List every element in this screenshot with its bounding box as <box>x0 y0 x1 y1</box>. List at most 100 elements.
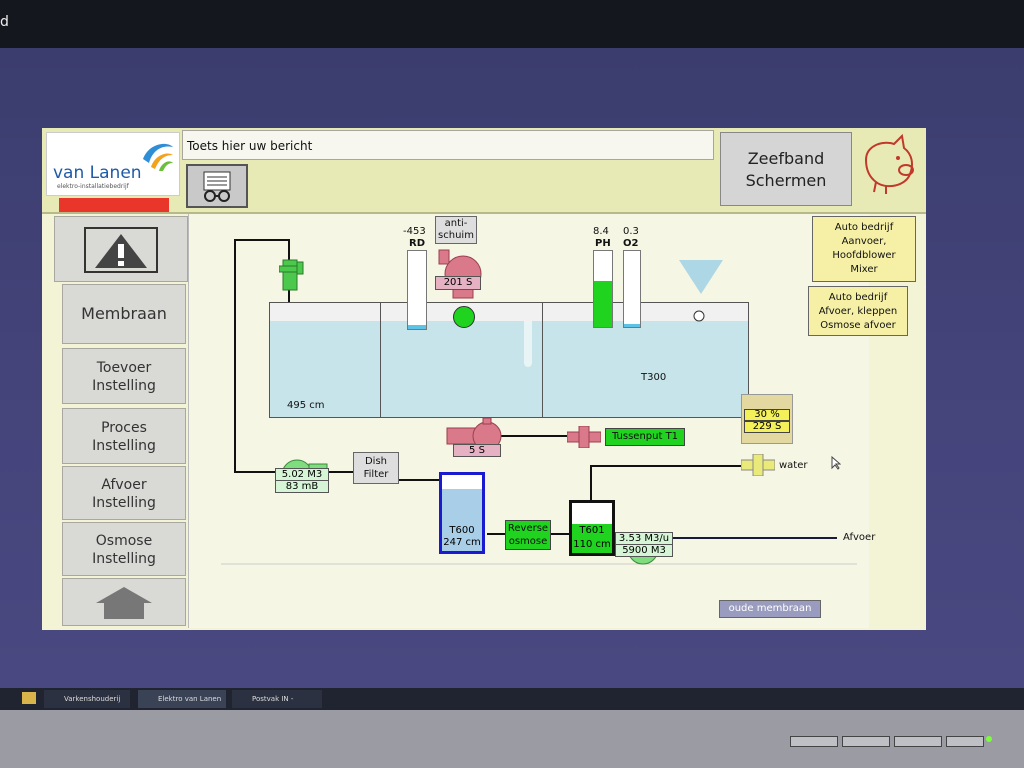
monitor-button[interactable] <box>842 736 890 747</box>
water-valve-icon[interactable] <box>741 454 775 476</box>
ph-label: PH <box>595 238 611 249</box>
feed-flow-value: 5.02 M3 <box>281 469 323 480</box>
tussenput-t1-button[interactable]: Tussenput T1 <box>605 428 685 446</box>
sidebar-item-toevoer[interactable]: Toevoer Instelling <box>62 348 186 404</box>
taskbar-item-varkenshouderij[interactable]: Varkenshouderij |... <box>44 690 130 721</box>
mixer-unit[interactable]: 30 % 229 S <box>741 394 793 444</box>
mouse-cursor-icon <box>831 456 841 470</box>
home-icon <box>96 587 152 619</box>
home-button[interactable] <box>62 578 186 626</box>
logo-subtitle: elektro-installatiebedrijf <box>57 183 129 190</box>
dish-label: Dish <box>364 456 388 467</box>
pig-icon <box>864 133 914 194</box>
schuim-label: schuim <box>438 230 474 241</box>
process-diagram: 495 cm T300 -453 RD anti- schuim 201 S <box>188 214 875 628</box>
ph-value: 8.4 <box>593 226 609 237</box>
inlet-valve-icon[interactable] <box>279 256 307 292</box>
zeefband-schermen-button[interactable]: Zeefband Schermen <box>720 132 852 206</box>
rd-value: -453 <box>403 226 426 237</box>
tank-t600-level: 247 cm <box>443 537 481 548</box>
dish-filter-button[interactable]: Dish Filter <box>353 452 399 484</box>
anti-schuim-time: 201 S <box>435 276 481 290</box>
tank-level-value: 495 cm <box>287 400 325 411</box>
mixer-time: 229 S <box>744 421 790 433</box>
oude-membraan-button[interactable]: oude membraan <box>719 600 821 618</box>
auto-btn2-line: Osmose afvoer <box>820 320 896 331</box>
file-explorer-icon[interactable] <box>22 692 36 704</box>
reverse-label: Reverse <box>507 523 549 534</box>
auto-btn1-line: Mixer <box>850 264 878 275</box>
auto-btn1-line: Hoofdblower <box>832 250 896 261</box>
sidebar-item-membraan[interactable]: Membraan <box>62 284 186 344</box>
tank-divider <box>380 303 381 417</box>
screen-edge-text: d <box>0 14 9 30</box>
discharge-flow-value: 3.53 M3/u <box>618 533 670 544</box>
anti-schuim-pump-icon[interactable] <box>433 246 489 302</box>
o2-label: O2 <box>623 238 639 249</box>
osmose-label: osmose <box>508 536 548 547</box>
sidebar-item-label: Instelling <box>92 438 156 454</box>
feed-pressure: 83 mB <box>275 480 329 493</box>
sidebar-item-osmose[interactable]: Osmose Instelling <box>62 522 186 576</box>
power-led <box>986 736 992 742</box>
tussenput-valve-icon[interactable] <box>567 426 601 448</box>
glasses-view-button[interactable] <box>186 164 248 208</box>
monitor-bezel-top: d <box>0 0 1024 48</box>
sidebar-item-proces[interactable]: Proces Instelling <box>62 408 186 464</box>
company-logo: van Lanen elektro-installatiebedrijf <box>46 132 180 196</box>
sidebar-item-label: Instelling <box>92 495 156 511</box>
sidebar-item-afvoer[interactable]: Afvoer Instelling <box>62 466 186 520</box>
inner-pipe <box>524 321 532 367</box>
taskbar-item-postvak[interactable]: Postvak IN - yvonn... <box>232 690 322 721</box>
logo-swoosh-icon <box>143 143 173 171</box>
windows-taskbar: Varkenshouderij |... Elektro van Lanen -… <box>0 688 1024 721</box>
header: van Lanen elektro-installatiebedrijf Toe… <box>42 128 926 214</box>
tank-t601-label: T601 <box>579 525 605 536</box>
mixer-percent: 30 % <box>744 409 790 421</box>
tank-t600-fill <box>442 488 482 551</box>
ph-sensor-fill <box>594 281 612 327</box>
afvoer-label: Afvoer <box>843 532 876 543</box>
logo-name: van Lanen <box>53 163 142 183</box>
o2-value: 0.3 <box>623 226 639 237</box>
sidebar-item-label: Instelling <box>92 551 156 567</box>
main-tank-t300 <box>269 302 749 418</box>
anti-schuim-box[interactable]: anti- schuim <box>435 216 477 244</box>
o2-sensor-tube <box>623 250 641 328</box>
taskbar-item-elektro[interactable]: Elektro van Lanen -... <box>138 690 226 721</box>
glasses-document-icon <box>203 171 231 202</box>
funnel-icon <box>679 260 723 322</box>
message-input[interactable]: Toets hier uw bericht <box>182 130 714 160</box>
mixer-time-value: 229 S <box>752 421 782 432</box>
sidebar-item-label: Osmose <box>95 533 153 549</box>
tank-t600-label: T600 <box>449 525 475 536</box>
tank-t601-fill <box>572 524 612 553</box>
sidebar-item-label: Membraan <box>81 304 167 323</box>
filter-label: Filter <box>363 469 389 480</box>
tussenput-label: Tussenput T1 <box>611 431 679 442</box>
tank-t300-label: T300 <box>641 372 667 383</box>
monitor-button[interactable] <box>894 736 942 747</box>
transfer-pump-icon[interactable] <box>445 418 505 454</box>
discharge-total: 5900 M3 <box>615 544 673 557</box>
monitor-button[interactable] <box>946 736 984 747</box>
rd-sensor-tip <box>408 325 426 329</box>
reverse-osmose-button[interactable]: Reverse osmose <box>505 520 551 550</box>
anti-schuim-time-value: 201 S <box>443 277 473 288</box>
alarm-button[interactable] <box>54 216 188 282</box>
tank-divider <box>542 303 543 417</box>
sidebar-item-label: Toevoer <box>96 360 152 376</box>
ph-sensor-tube <box>593 250 613 328</box>
water-label: water <box>779 460 808 471</box>
oude-membraan-label: oude membraan <box>728 603 812 614</box>
monitor-button[interactable] <box>790 736 838 747</box>
transfer-pump-time-value: 5 S <box>469 445 485 456</box>
auto-afvoer-button[interactable]: Auto bedrijf Afvoer, kleppen Osmose afvo… <box>808 286 908 336</box>
o2-sensor-tip <box>624 324 640 327</box>
mixer-percent-value: 30 % <box>754 409 780 420</box>
auto-btn2-line: Afvoer, kleppen <box>818 306 898 317</box>
tank-t600: T600 247 cm <box>439 472 485 554</box>
alarm-triangle-icon <box>84 227 158 273</box>
auto-aanvoer-button[interactable]: Auto bedrijf Aanvoer, Hoofdblower Mixer <box>812 216 916 282</box>
transfer-pump-time: 5 S <box>453 444 501 457</box>
